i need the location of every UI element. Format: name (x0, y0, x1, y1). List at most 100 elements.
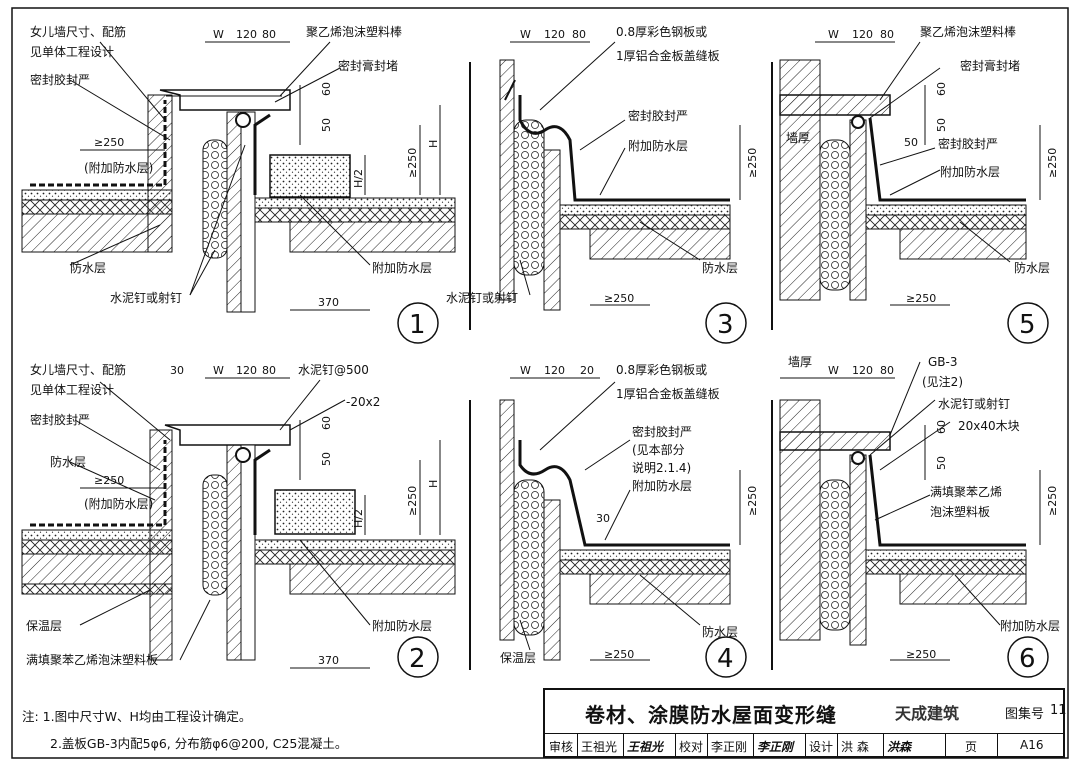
dim-20: 20 (580, 364, 594, 377)
dim-w: W (213, 364, 224, 377)
label-paste: 密封膏封堵 (338, 58, 398, 73)
dim-ge250-vert: ≥250 (406, 486, 419, 516)
label-rod: 聚乙烯泡沫塑料棒 (306, 24, 402, 39)
design-label: 设计 (809, 740, 834, 754)
label-nail: 水泥钉或射钉 (110, 290, 182, 305)
label-seal-note-2: 说明2.1.4) (632, 460, 691, 475)
dim-h2: H/2 (352, 169, 365, 188)
label-plate-2: 1厚铝合金板盖缝板 (616, 48, 720, 63)
dim-120: 120 (236, 364, 257, 377)
dim-120: 120 (852, 28, 873, 41)
dim-30: 30 (170, 364, 184, 377)
label-gb-note: (见注2) (922, 374, 963, 389)
atlas-code-label: 图集号 (1005, 707, 1045, 722)
dim-80: 80 (880, 28, 894, 41)
label-fill-1: 满填聚苯乙烯 (930, 485, 1002, 499)
dim-ge250-vert: ≥250 (406, 148, 419, 178)
label-wall: 墙厚 (788, 355, 812, 369)
dim-ge250: ≥250 (94, 474, 124, 487)
dim-50: 50 (935, 118, 948, 132)
dim-80: 80 (262, 28, 276, 41)
dim-w: W (213, 28, 224, 41)
designer-signature: 洪森 (887, 740, 912, 754)
label-rod: 聚乙烯泡沫塑料棒 (920, 24, 1016, 39)
dim-w: W (520, 28, 531, 41)
label-extra-note: (附加防水层) (84, 160, 153, 175)
label-extra: 附加防水层 (372, 618, 432, 633)
check-label: 校对 (679, 740, 704, 754)
label-parapet-2: 见单体工程设计 (30, 44, 114, 59)
label-waterproof: 防水层 (1014, 260, 1050, 275)
label-waterproof: 防水层 (50, 454, 86, 469)
detail-1 (21, 41, 456, 313)
dim-50: 50 (320, 118, 333, 132)
label-extra: 附加防水层 (628, 138, 688, 153)
detail-3 (499, 41, 741, 311)
dim-80: 80 (572, 28, 586, 41)
reviewer-signature: 王祖光 (627, 740, 664, 754)
label-extra: 附加防水层 (372, 260, 432, 275)
label-fill-2: 泡沫塑料板 (930, 504, 990, 519)
dim-60: 60 (320, 416, 333, 430)
dim-60: 60 (935, 82, 948, 96)
label-nail-500: 水泥钉@500 (298, 363, 369, 377)
dim-h: H (427, 480, 440, 488)
label-plate-1: 0.8厚彩色钢板或 (616, 25, 707, 39)
label-parapet-2: 见单体工程设计 (30, 382, 114, 397)
label-seal: 密封胶封严 (30, 72, 90, 87)
dim-ge250: ≥250 (604, 648, 634, 661)
detail-number-5: 5 (1019, 310, 1036, 340)
checker-signature: 李正刚 (757, 740, 794, 754)
dim-50: 50 (935, 456, 948, 470)
label-extra: 附加防水层 (1000, 618, 1060, 633)
label-nail: 水泥钉或射钉 (446, 290, 518, 305)
label-insulation: 保温层 (26, 619, 62, 633)
dim-120: 120 (544, 364, 565, 377)
note-1: 注: 1.图中尺寸W、H均由工程设计确定。 (22, 709, 252, 724)
review-label: 审核 (549, 740, 574, 754)
reviewer-name: 王祖光 (581, 740, 618, 754)
dim-ge250-vert: ≥250 (746, 148, 759, 178)
label-extra: 附加防水层 (632, 478, 692, 493)
note-2: 2.盖板GB-3内配5φ6, 分布筋φ6@200, C25混凝土。 (50, 736, 348, 751)
drawing-title: 卷材、涂膜防水屋面变形缝 (585, 703, 837, 727)
dim-ge250: ≥250 (906, 648, 936, 661)
label-waterproof: 防水层 (70, 260, 106, 275)
dim-ge250: ≥250 (604, 292, 634, 305)
detail-number-3: 3 (717, 310, 734, 340)
dim-50-horiz: 50 (904, 136, 918, 149)
title-block: 卷材、涂膜防水屋面变形缝 天成建筑 图集号 11 审核 王祖光 王祖光 校对 李… (543, 688, 1067, 758)
dim-h2: H/2 (352, 509, 365, 528)
label-parapet: 女儿墙尺寸、配筋 (30, 24, 126, 39)
checker-name: 李正刚 (711, 740, 748, 754)
label-plate-2: 1厚铝合金板盖缝板 (616, 386, 720, 401)
label-plate-1: 0.8厚彩色钢板或 (616, 363, 707, 377)
label-seal: 密封胶封严 (30, 412, 90, 427)
page-label: 页 (965, 740, 978, 754)
dim-ge250-vert: ≥250 (1046, 486, 1059, 516)
watermark-text: 天成建筑 (895, 704, 960, 723)
sheet-border (11, 7, 1069, 759)
designer-name: 洪 森 (841, 740, 869, 754)
dim-60: 60 (935, 420, 948, 434)
detail-number-6: 6 (1019, 644, 1036, 674)
detail-2 (21, 377, 456, 669)
dim-30: 30 (596, 512, 610, 525)
dim-h: H (427, 140, 440, 148)
detail-number-1: 1 (409, 310, 426, 340)
label-extra: 附加防水层 (940, 164, 1000, 179)
label-waterproof: 防水层 (702, 260, 738, 275)
detail-6 (779, 361, 1041, 661)
label-paste: 密封膏封堵 (960, 58, 1020, 73)
dim-w: W (520, 364, 531, 377)
dim-ge250-vert: ≥250 (1046, 148, 1059, 178)
label-waterproof: 防水层 (702, 624, 738, 639)
detail-4 (499, 377, 741, 661)
dim-80: 80 (880, 364, 894, 377)
dim-50: 50 (320, 452, 333, 466)
label-seal-note-1: (见本部分 (632, 442, 685, 457)
dim-80: 80 (262, 364, 276, 377)
label-nail: 水泥钉或射钉 (938, 396, 1010, 411)
detail-number-4: 4 (717, 644, 734, 674)
